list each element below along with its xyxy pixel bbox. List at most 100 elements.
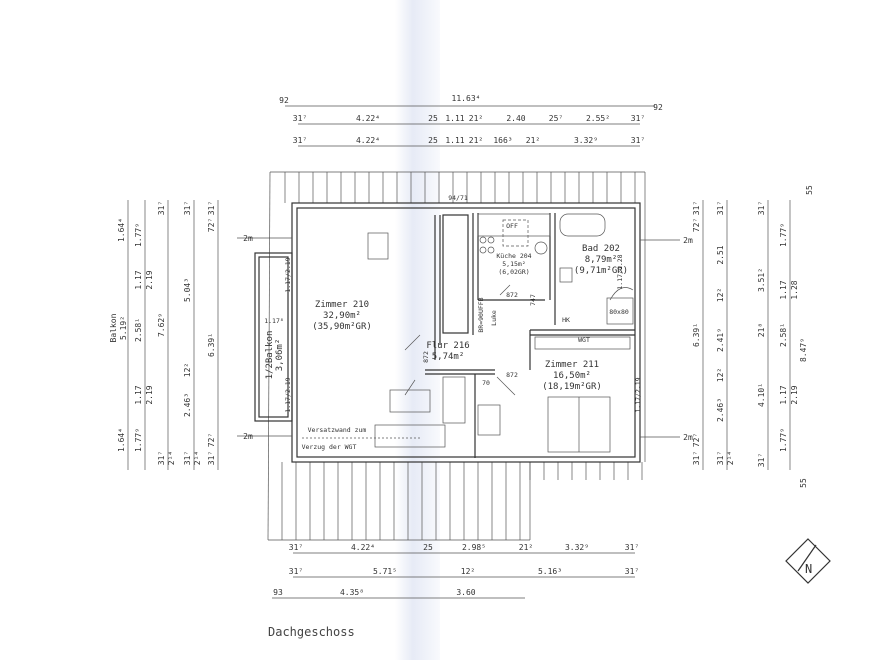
plan-annotation: 1.17⁸ xyxy=(264,317,284,325)
dimension-label: 25 xyxy=(428,114,438,123)
dimension-label: 6.39¹ xyxy=(692,323,701,347)
dimension-label: 12² xyxy=(716,368,725,382)
dimension-label: 5.16³ xyxy=(538,567,562,576)
roof-hatching xyxy=(267,171,646,541)
dimension-label: 2.40 xyxy=(506,114,525,123)
plan-annotation: 2m xyxy=(243,432,253,441)
dimension-label: 31⁷ xyxy=(692,451,701,465)
room-name: Zimmer 210 xyxy=(315,300,369,310)
plan-annotation: 2m xyxy=(683,236,693,245)
plan-annotation: Luke xyxy=(490,310,498,326)
dimension-label: 3.32⁹ xyxy=(574,136,598,145)
dimension-label: 21² xyxy=(469,136,483,145)
dimension-label: 1.77⁹ xyxy=(134,428,143,452)
dimension-label: 2.19 xyxy=(145,385,154,404)
dimension-label: 4.22⁴ xyxy=(356,136,380,145)
dimension-label: 4.10¹ xyxy=(757,383,766,407)
plan-annotation: 1.17/2.19 xyxy=(634,377,642,412)
plan-annotation: 70 xyxy=(482,379,490,387)
sofa xyxy=(374,424,446,448)
dimension-label: 1.17 xyxy=(134,385,143,404)
room-area: 5,74m² xyxy=(432,352,465,362)
room-name: Zimmer 211 xyxy=(545,360,599,370)
sink xyxy=(534,241,548,255)
dimension-label: 31⁷ xyxy=(207,201,216,215)
dimension-label: 21² xyxy=(526,136,540,145)
dimension-label: 1.17 xyxy=(134,270,143,289)
dimension-label: 3.60 xyxy=(456,588,475,597)
room-area: 5,15m² xyxy=(502,260,525,268)
dimension-label: 21⁸ xyxy=(757,323,766,337)
dimension-label: 1.77⁹ xyxy=(134,223,143,247)
dimension-label: 12² xyxy=(716,288,725,302)
room-name: Bad 202 xyxy=(582,244,620,254)
dimension-label: 31⁷ xyxy=(716,201,725,215)
dimension-label: 2.98⁵ xyxy=(462,543,486,552)
dimension-label: 72⁷ xyxy=(207,433,216,447)
dimension-label: 11.63⁴ xyxy=(452,94,481,103)
plan-annotation: 2m xyxy=(683,433,693,442)
dimension-label: 5.71⁵ xyxy=(373,567,397,576)
room-name: Flur 216 xyxy=(426,341,469,351)
room-area: 8,79m² xyxy=(585,255,618,265)
dimension-label: 12² xyxy=(183,363,192,377)
dimension-label: 92 xyxy=(279,96,289,105)
dimension-label: 31⁷ xyxy=(757,453,766,467)
oven xyxy=(502,219,529,247)
table xyxy=(389,389,431,413)
dimension-label: 31⁷ xyxy=(631,136,645,145)
dimension-label: 92 xyxy=(653,103,663,112)
dimension-label: 12² xyxy=(461,567,475,576)
dimension-label: 4.22⁴ xyxy=(351,543,375,552)
dimension-label: 5.19² xyxy=(119,316,128,340)
room-name: 1/2Balkon xyxy=(265,331,275,380)
room-name: Küche 204 xyxy=(496,252,531,260)
balcony-outline xyxy=(254,252,293,422)
room-gross-area: (35,90m²GR) xyxy=(312,322,372,332)
dimension-label: 25 xyxy=(423,543,433,552)
dimension-label: 6.39¹ xyxy=(207,333,216,357)
dimension-label: 3.32⁹ xyxy=(565,543,589,552)
dimension-label: 1.77⁹ xyxy=(779,428,788,452)
wardrobe xyxy=(442,214,469,334)
dimension-label: 1.17 xyxy=(779,385,788,404)
dimension-label: 31⁷ xyxy=(207,451,216,465)
room-gross-area: (6,02GR) xyxy=(498,268,529,276)
dimension-label: 2¹⁴ xyxy=(167,451,176,465)
dimension-label: 31⁷ xyxy=(293,114,307,123)
dimension-label: 2.58¹ xyxy=(134,318,143,342)
plan-annotation: 1.17/1.28 xyxy=(616,254,624,289)
dimension-label: 55 xyxy=(799,478,808,488)
dimension-label: Balkon xyxy=(109,313,118,342)
plan-annotation: 2m xyxy=(243,234,253,243)
dimension-label: 25⁷ xyxy=(549,114,563,123)
dimension-label: 2.46³ xyxy=(183,393,192,417)
dimension-label: 2.19 xyxy=(790,385,799,404)
plan-annotation: 747 xyxy=(529,294,537,306)
room-gross-area: (9,71m²GR) xyxy=(574,266,628,276)
wgt-box xyxy=(534,336,631,350)
dimension-label: 5.04³ xyxy=(183,278,192,302)
dimension-label: 2.58¹ xyxy=(779,323,788,347)
dimension-label: 93 xyxy=(273,588,283,597)
room-area: 16,50m² xyxy=(553,371,591,381)
dimension-label: 31⁷ xyxy=(625,567,639,576)
building-walls xyxy=(237,202,680,463)
dimension-label: 4.35⁸ xyxy=(340,588,364,597)
dimension-label: 1.11 xyxy=(445,114,464,123)
dimension-label: 31⁷ xyxy=(183,451,192,465)
dimension-label: 2.55² xyxy=(586,114,610,123)
room-area: 32,90m² xyxy=(323,311,361,321)
dimension-label: 31⁷ xyxy=(692,201,701,215)
room-gross-area: (18,19m²GR) xyxy=(542,382,602,392)
dimension-label: 31⁷ xyxy=(293,136,307,145)
dimension-label: 2¹⁴ xyxy=(726,451,735,465)
dimension-label: 7.62⁹ xyxy=(157,313,166,337)
dimension-label: 21² xyxy=(469,114,483,123)
dimension-label: 31⁷ xyxy=(183,201,192,215)
dimension-label: 1.28 xyxy=(790,280,799,299)
dimension-label: 25 xyxy=(428,136,438,145)
cabinet xyxy=(442,376,466,424)
dimension-label: 31⁷ xyxy=(289,543,303,552)
